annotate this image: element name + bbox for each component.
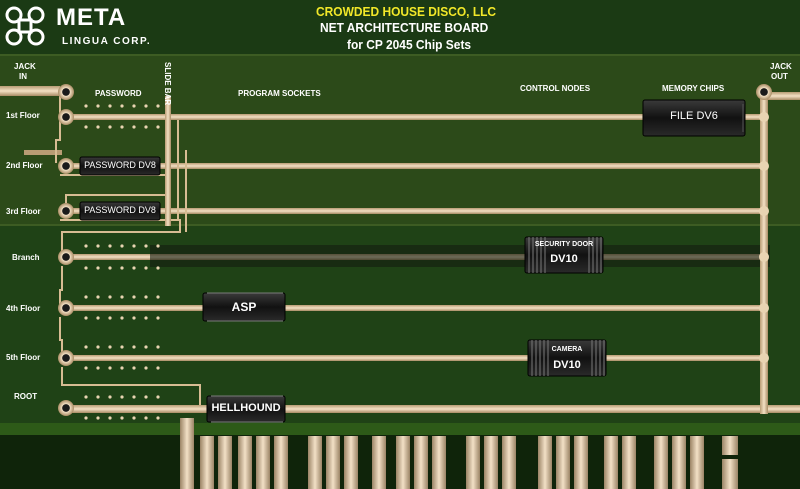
- jack-in-label-2: IN: [19, 72, 27, 81]
- chip-password-2nd-label: PASSWORD DV8: [84, 160, 156, 170]
- chip-camera-label: CAMERA: [551, 346, 583, 353]
- chip-file-label: FILE DV6: [670, 110, 718, 122]
- trace-4th-floor: [66, 305, 766, 311]
- title-board: NET ARCHITECTURE BOARD: [320, 20, 489, 35]
- control-nodes-header: CONTROL NODES: [520, 84, 591, 93]
- chip-password-3rd: [79, 201, 161, 221]
- trace-root: [66, 405, 800, 413]
- jack-in-pad: [58, 84, 74, 100]
- row-pads: [58, 84, 772, 416]
- chip-security-door-label: SECURITY DOOR: [534, 241, 594, 248]
- row-traces: [66, 114, 800, 413]
- jack-in-label: JACK: [14, 62, 36, 71]
- title-chipsets: for CP 2045 Chip Sets: [347, 37, 472, 52]
- chip-file: [642, 99, 746, 137]
- meta-logo-icon: [5, 6, 45, 46]
- chip-security-door-model: DV10: [550, 253, 578, 265]
- row-label-root: ROOT: [14, 392, 38, 401]
- row-label-1st-floor: 1st Floor: [6, 111, 40, 120]
- logo-brand: META: [56, 4, 127, 31]
- chip-asp-label: ASP: [231, 300, 257, 314]
- row-label-2nd-floor: 2nd Floor: [6, 161, 43, 170]
- row-label-branch: Branch: [12, 253, 40, 262]
- end-pads: [759, 112, 769, 363]
- row-label-4th-floor: 4th Floor: [6, 304, 41, 313]
- chip-pins: [207, 237, 605, 423]
- socket-dots: [84, 104, 160, 420]
- jack-out-label: JACK: [770, 62, 792, 71]
- password-header: PASSWORD: [95, 89, 142, 98]
- edge-connector: [180, 418, 738, 489]
- row-label-5th-floor: 5th Floor: [6, 353, 41, 362]
- trace-2nd-floor: [66, 163, 766, 169]
- jack-in-trace: [0, 86, 60, 96]
- jack-out-pad: [756, 84, 772, 100]
- title-company: CROWDED HOUSE DISCO, LLC: [316, 4, 497, 19]
- row-label-3rd-floor: 3rd Floor: [6, 207, 41, 216]
- upper-panel: [0, 55, 800, 225]
- chip-camera-model: DV10: [553, 359, 581, 371]
- chip-password-2nd: [79, 156, 161, 176]
- slide-bar: [165, 96, 171, 226]
- chip-password-3rd-label: PASSWORD DV8: [84, 205, 156, 215]
- chip-hellhound-label: HELLHOUND: [211, 402, 281, 414]
- program-sockets-header: PROGRAM SOCKETS: [238, 89, 321, 98]
- trace-1st-floor: [66, 114, 766, 120]
- slide-bar-header: SLIDE BAR: [163, 62, 172, 106]
- logo-subtitle: LINGUA CORP.: [62, 36, 152, 47]
- memory-chips-header: MEMORY CHIPS: [662, 84, 725, 93]
- trace-3rd-floor: [66, 208, 766, 214]
- jack-out-label-2: OUT: [771, 72, 788, 81]
- trace-5th-floor: [66, 355, 766, 361]
